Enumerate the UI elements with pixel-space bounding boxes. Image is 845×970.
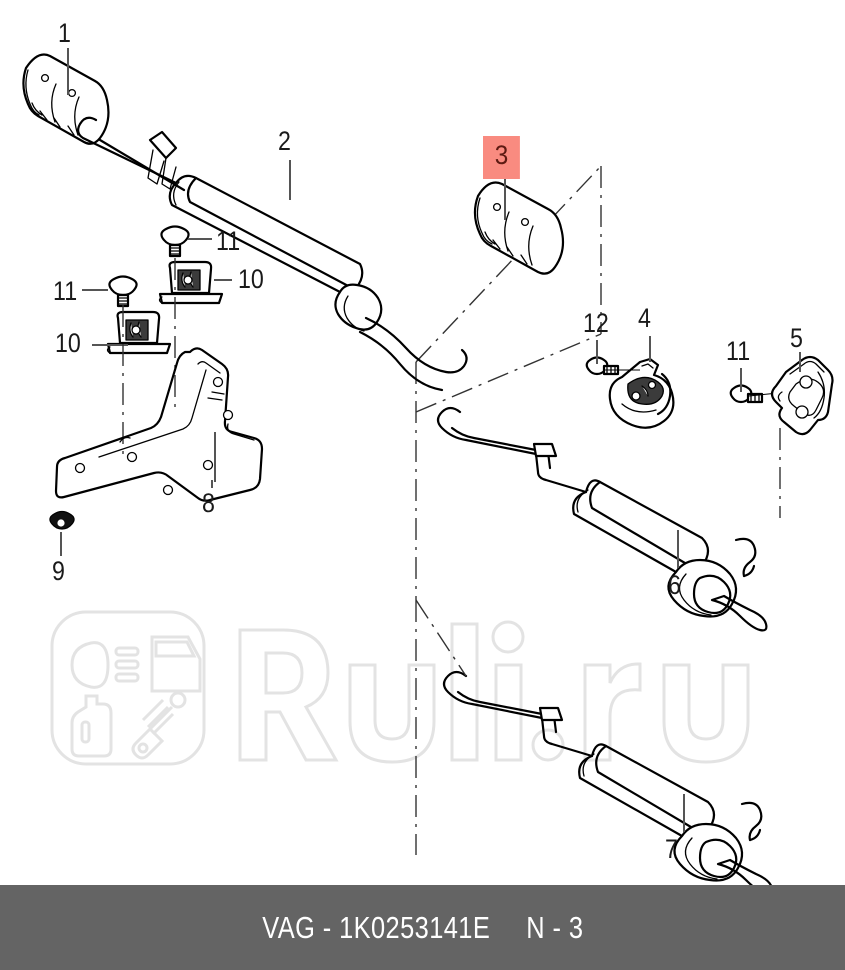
shock-absorber-icon [131,691,187,760]
alignment-construction-lines [415,165,602,855]
callout-4: 4 [638,303,651,333]
part-10-rubber-mount-a [106,310,172,355]
part-6-rear-muffler [436,406,768,632]
part-1-clamp-sleeve [22,53,110,145]
part-11-hex-bolt-a [108,275,138,308]
callout-9: 9 [52,556,65,586]
footer-text-row: VAG - 1K0253141E N - 3 [262,910,583,946]
watermark [50,610,750,766]
part-11-hex-bolt-c [729,384,764,404]
alignment-line-to-part-7 [415,599,467,677]
part-12-hanger-bolt [585,356,620,376]
callout-11-b: 11 [216,226,241,256]
callout-6: 6 [668,570,681,600]
watermark-text [238,620,750,764]
watermark-logo-tile [50,610,206,766]
callout-1: 1 [58,18,71,48]
part-9-nut [49,510,75,530]
callout-7: 7 [665,834,678,864]
callout-11-c: 11 [726,336,751,366]
footer-part-number: VAG - 1K0253141E [261,909,490,945]
callout-11-a: 11 [53,276,78,306]
part-7-rear-muffler [442,670,772,885]
callout-10-a: 10 [55,328,81,358]
car-door-icon [150,635,202,693]
footer-page-reference: N - 3 [525,909,584,945]
part-11-hex-bolt-b [160,225,190,258]
exhaust-diagram-illustration: .ln { fill:none; stroke:#000; stroke-wid… [22,48,834,885]
part-8-heat-shield [54,347,264,502]
part-2-center-muffler [76,116,468,392]
callout-2: 2 [278,126,291,156]
callout-12: 12 [583,308,609,338]
callout-10-b: 10 [238,264,264,294]
callout-3-highlighted[interactable]: 3 [483,136,520,179]
callout-8: 8 [202,488,215,518]
part-3-clamp-sleeve [473,181,565,275]
footer-band: VAG - 1K0253141E N - 3 [0,885,845,970]
part-10-rubber-mount-b [158,260,224,305]
callout-5: 5 [790,323,803,353]
oil-bottle-icon [70,694,113,758]
part-5-rear-hanger-bracket [770,355,834,436]
headlight-icon [70,641,140,689]
part-4-rubber-hanger-mount [608,357,675,429]
